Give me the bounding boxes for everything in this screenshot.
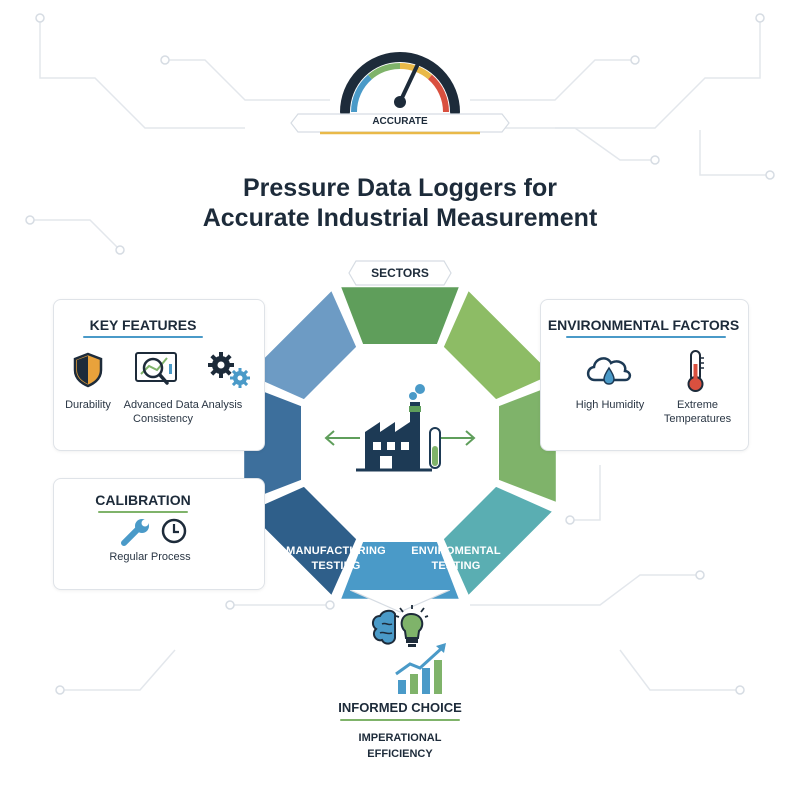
feature-advanced-data-analysis: Advanced Data Analysis <box>123 399 243 411</box>
sectors-tag-box <box>348 260 452 286</box>
segment-label-line: TESTING <box>311 560 361 572</box>
shield-icon <box>73 352 103 388</box>
segment-manufacturing-testing: MANUFACTURING TESTING <box>276 544 396 574</box>
environmental-factors-title: ENVIRONMENTAL FACTORS <box>547 317 740 333</box>
informed-choice-title: INFORMED CHOICE <box>338 700 462 715</box>
segment-label-line: TESTING <box>431 560 481 572</box>
feature-durability: Durability <box>65 399 111 411</box>
ring-segment-bottom-left <box>244 484 359 599</box>
thermometer-icon <box>687 350 704 392</box>
environmental-factors-panel <box>540 299 749 451</box>
gauge-label: ACCURATE <box>372 116 428 127</box>
calibration-panel <box>53 478 265 590</box>
title-line-1: Pressure Data Loggers for <box>243 174 557 202</box>
brain-lightbulb-icon <box>371 605 429 647</box>
factory-icon <box>324 384 476 472</box>
gears-icon <box>208 352 250 388</box>
informed-choice-subtitle: IMPERATIONAL EFFICIENCY <box>300 730 500 762</box>
ring-segment-top-left <box>338 285 462 346</box>
feature-consistency: Consistency <box>133 413 193 425</box>
ring-segment-left-upper <box>244 287 359 402</box>
calibration-title: CALIBRATION <box>95 492 191 508</box>
informed-choice-underline <box>340 719 460 721</box>
bottom-connector <box>350 590 450 613</box>
gauge-label-plate: ACCURATE <box>290 113 510 135</box>
environmental-item-temperatures-line: Extreme <box>677 399 718 411</box>
calibration-item-label: Regular Process <box>109 551 191 563</box>
ring-segment-top-right <box>441 287 556 402</box>
gauge-icon <box>340 52 460 117</box>
calibration-underline <box>98 511 188 513</box>
title-line-2: Accurate Industrial Measurement <box>202 204 598 232</box>
segment-label-line: ENVIROMENTAL <box>411 545 501 557</box>
wrench-icon <box>121 519 149 546</box>
environmental-item-temperatures-line: Temperatures <box>663 413 732 425</box>
segment-label-line: MANUFACTURING <box>286 545 386 557</box>
segment-enviromental-testing: ENVIROMENTAL TESTING <box>396 544 516 574</box>
cloud-drop-icon <box>586 357 632 385</box>
environmental-item-temperatures: Extreme Temperatures <box>650 398 745 426</box>
ring-segment-right-lower <box>441 484 556 599</box>
informed-choice-subtitle-line: EFFICIENCY <box>367 748 433 760</box>
growth-chart-icon <box>395 643 446 694</box>
key-features-underline <box>83 336 203 338</box>
chart-magnifier-icon <box>135 352 177 385</box>
environmental-item-humidity: High Humidity <box>575 399 645 411</box>
environmental-factors-underline <box>566 336 726 338</box>
key-features-title: KEY FEATURES <box>89 317 197 333</box>
sectors-label: SECTORS <box>371 266 429 280</box>
informed-choice-subtitle-line: IMPERATIONAL <box>358 732 442 744</box>
clock-icon <box>161 518 187 544</box>
